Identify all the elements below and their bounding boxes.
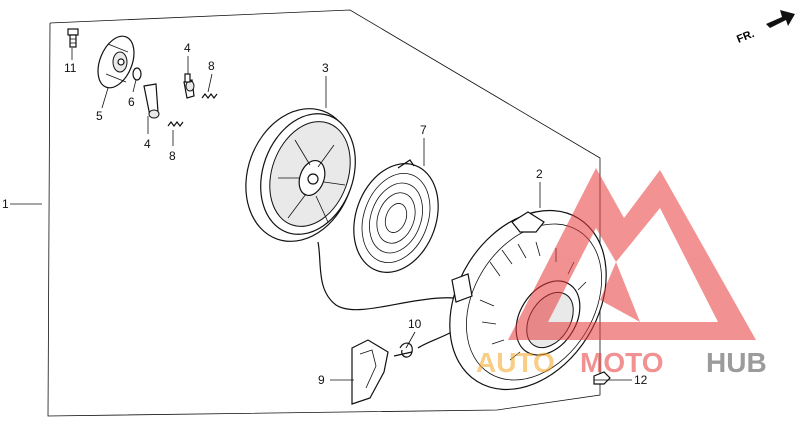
callout-4-lower: 4 bbox=[144, 137, 151, 151]
callout-8-upper: 8 bbox=[208, 59, 215, 73]
callout-3: 3 bbox=[322, 61, 329, 75]
part-6-washer bbox=[132, 67, 142, 81]
part-8-spring-lower bbox=[167, 121, 184, 127]
front-direction-indicator: FR. bbox=[735, 10, 795, 46]
part-10-rope-knot bbox=[393, 342, 413, 358]
callout-9: 9 bbox=[318, 373, 325, 387]
callout-4-upper: 4 bbox=[184, 41, 191, 55]
callout-5: 5 bbox=[96, 109, 103, 123]
callout-6: 6 bbox=[128, 95, 135, 109]
callout-8-lower: 8 bbox=[169, 149, 176, 163]
callout-10: 10 bbox=[408, 317, 422, 331]
assembly-outline bbox=[47, 9, 601, 417]
leader-lines bbox=[10, 48, 632, 381]
part-3-reel bbox=[245, 108, 356, 242]
part-9-starter-grip bbox=[351, 339, 389, 405]
callout-7: 7 bbox=[420, 123, 427, 137]
watermark-text-hub: HUB bbox=[706, 347, 767, 378]
part-4-pawl-lower bbox=[143, 83, 160, 119]
part-11-bolt bbox=[67, 28, 79, 48]
part-12-bolt bbox=[593, 371, 611, 385]
callout-11: 11 bbox=[64, 61, 77, 75]
watermark-text-moto: MOTO bbox=[580, 347, 663, 378]
part-5-ratchet-plate bbox=[97, 35, 135, 89]
callout-12: 12 bbox=[634, 373, 648, 387]
part-4-pawl-upper bbox=[183, 73, 195, 99]
watermark-text-auto: AUTO bbox=[476, 347, 555, 378]
watermark-emblem bbox=[508, 168, 756, 340]
callout-1: 1 bbox=[2, 197, 9, 211]
watermark-logo: AUTO MOTO HUB bbox=[476, 168, 767, 378]
direction-label: FR. bbox=[735, 28, 756, 46]
direction-arrow-icon bbox=[766, 10, 795, 28]
part-7-recoil-spring bbox=[353, 159, 439, 273]
callout-2: 2 bbox=[536, 167, 543, 181]
part-8-spring-upper bbox=[201, 93, 218, 99]
